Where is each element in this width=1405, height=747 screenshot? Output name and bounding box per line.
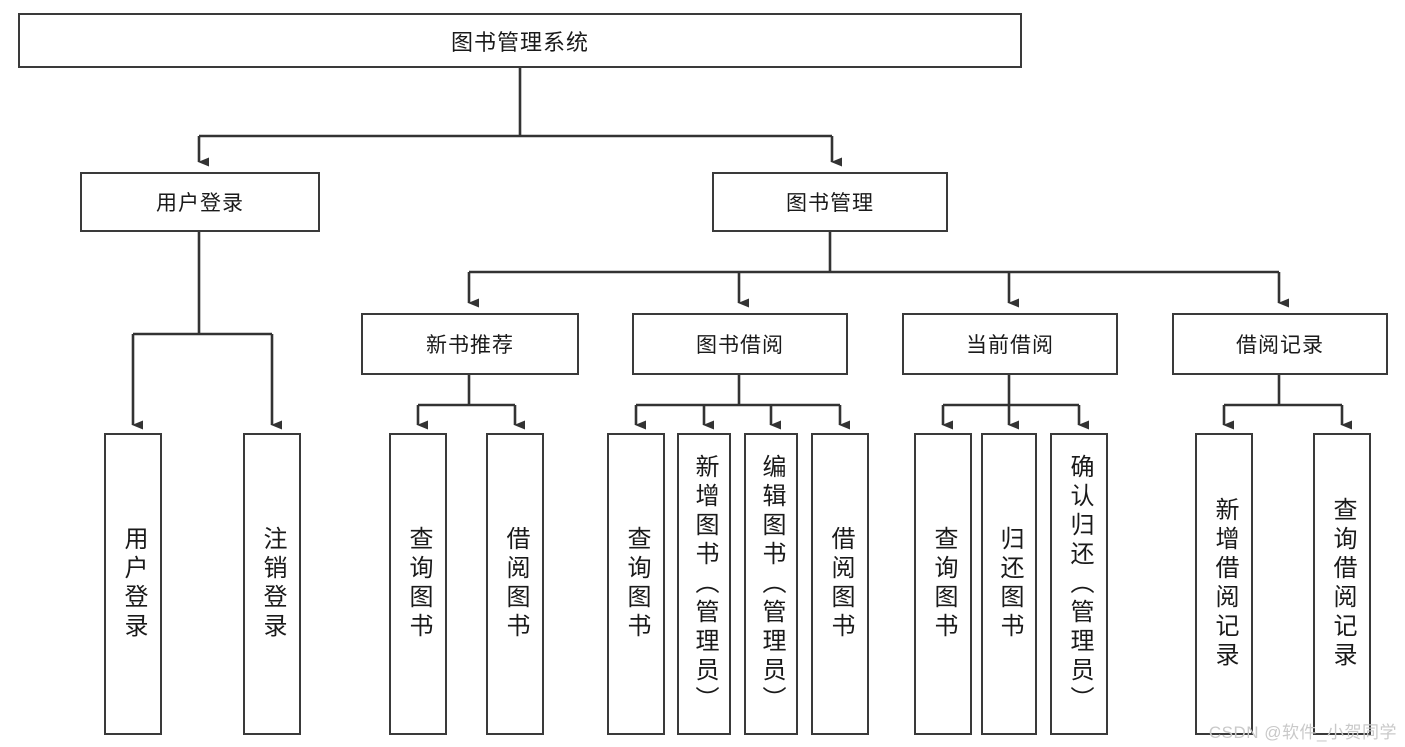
node-leaf-query-book-1[interactable]: 查询图书: [389, 433, 447, 735]
node-leaf-borrow-book-2[interactable]: 借阅图书: [811, 433, 869, 735]
node-leaf-borrow-book-1-label: 借阅图书: [502, 526, 529, 642]
node-new-book-recommend[interactable]: 新书推荐: [361, 313, 579, 375]
node-leaf-logout-login-label: 注销登录: [259, 526, 286, 642]
node-leaf-query-record-label: 查询借阅记录: [1329, 497, 1356, 671]
node-current-borrow-label: 当前借阅: [966, 334, 1054, 357]
node-leaf-confirm-return-label: 确认归还（管理员）: [1066, 453, 1093, 715]
node-leaf-borrow-book-2-label: 借阅图书: [827, 526, 854, 642]
node-leaf-query-book-2-label: 查询图书: [623, 526, 650, 642]
node-user-login[interactable]: 用户登录: [80, 172, 320, 232]
node-leaf-borrow-book-1[interactable]: 借阅图书: [486, 433, 544, 735]
node-book-borrow-label: 图书借阅: [696, 334, 784, 357]
node-book-borrow[interactable]: 图书借阅: [632, 313, 848, 375]
node-leaf-add-book[interactable]: 新增图书（管理员）: [677, 433, 731, 735]
node-borrow-record-label: 借阅记录: [1236, 334, 1324, 357]
node-leaf-logout-login[interactable]: 注销登录: [243, 433, 301, 735]
node-current-borrow[interactable]: 当前借阅: [902, 313, 1118, 375]
node-user-login-label: 用户登录: [156, 192, 244, 215]
node-root-label: 图书管理系统: [450, 29, 589, 55]
node-book-management-label: 图书管理: [786, 192, 874, 215]
node-leaf-user-login-label: 用户登录: [120, 526, 147, 642]
node-leaf-user-login[interactable]: 用户登录: [104, 433, 162, 735]
node-leaf-query-record[interactable]: 查询借阅记录: [1313, 433, 1371, 735]
node-leaf-query-book-3[interactable]: 查询图书: [914, 433, 972, 735]
node-leaf-return-book[interactable]: 归还图书: [981, 433, 1037, 735]
node-leaf-add-record[interactable]: 新增借阅记录: [1195, 433, 1253, 735]
node-leaf-edit-book-label: 编辑图书（管理员）: [758, 453, 785, 715]
node-leaf-query-book-2[interactable]: 查询图书: [607, 433, 665, 735]
node-leaf-query-book-1-label: 查询图书: [405, 526, 432, 642]
node-leaf-query-book-3-label: 查询图书: [930, 526, 957, 642]
node-borrow-record[interactable]: 借阅记录: [1172, 313, 1388, 375]
node-leaf-confirm-return[interactable]: 确认归还（管理员）: [1050, 433, 1108, 735]
node-leaf-add-record-label: 新增借阅记录: [1211, 497, 1238, 671]
node-leaf-edit-book[interactable]: 编辑图书（管理员）: [744, 433, 798, 735]
node-leaf-return-book-label: 归还图书: [996, 526, 1023, 642]
node-new-book-recommend-label: 新书推荐: [426, 334, 514, 357]
node-book-management[interactable]: 图书管理: [712, 172, 948, 232]
node-leaf-add-book-label: 新增图书（管理员）: [691, 453, 718, 715]
node-root[interactable]: 图书管理系统: [18, 13, 1022, 68]
